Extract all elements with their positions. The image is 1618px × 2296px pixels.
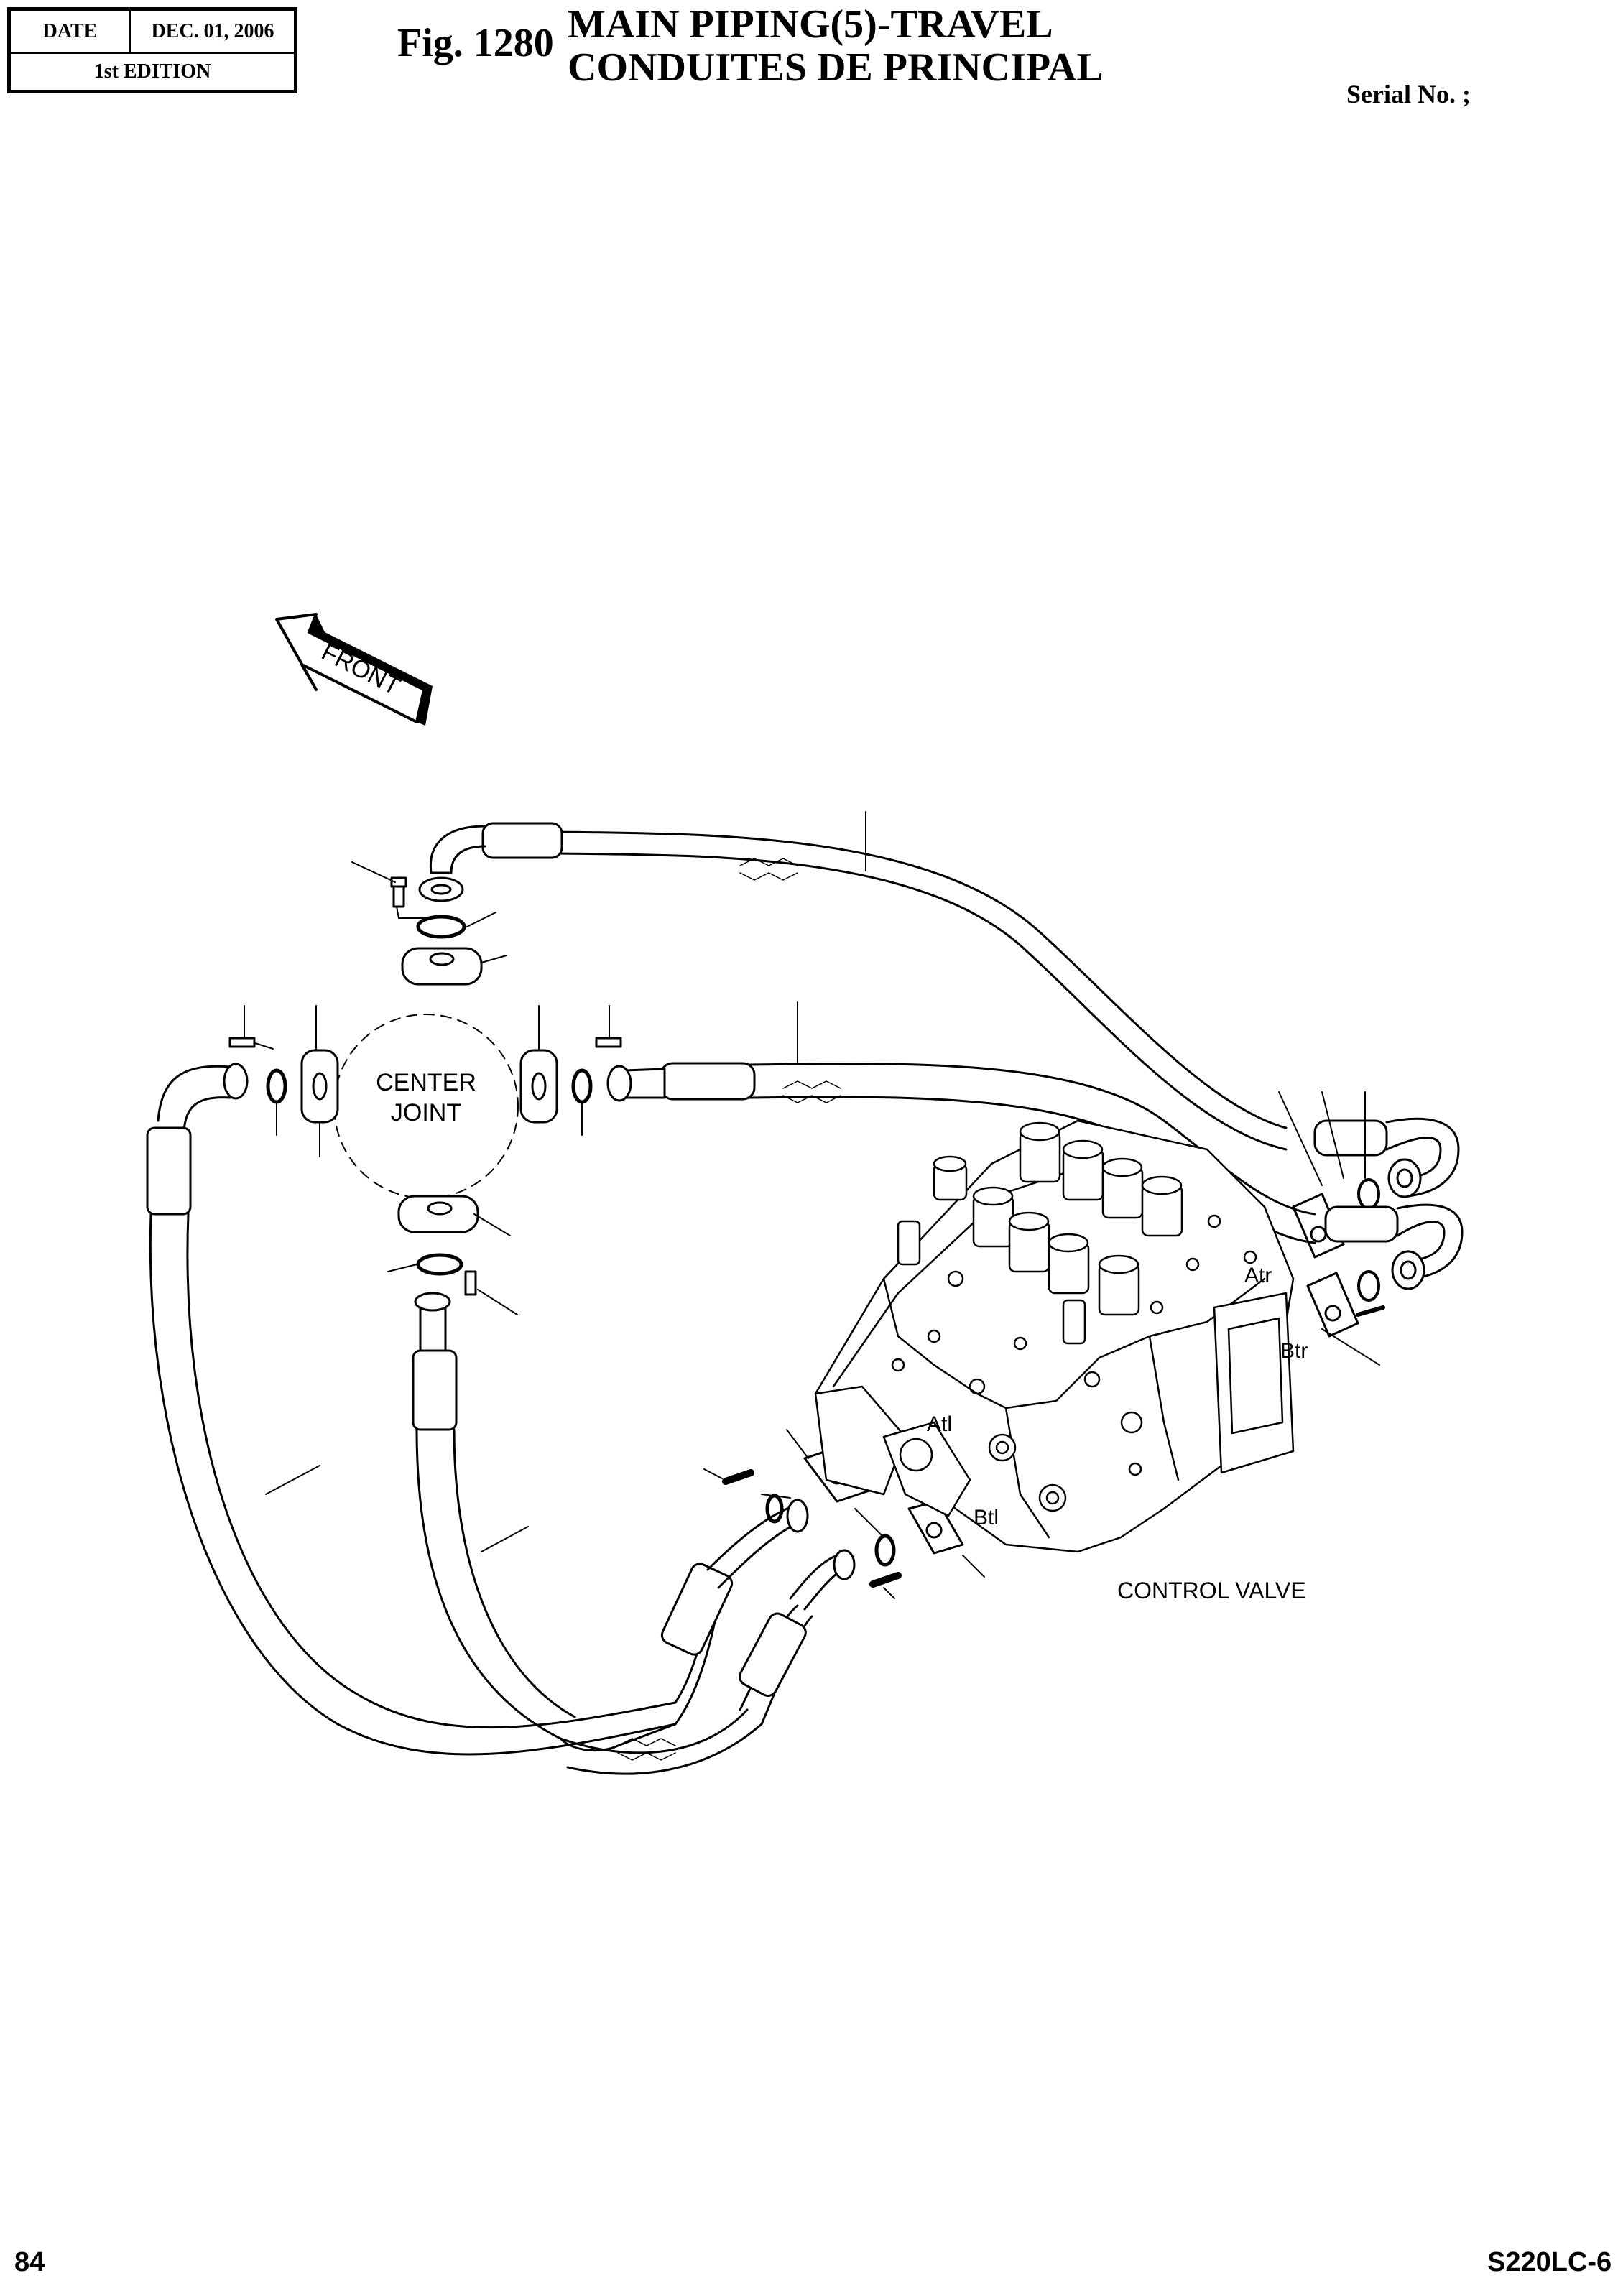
port-btl-label: Btl bbox=[974, 1506, 999, 1529]
date-label: DATE bbox=[11, 11, 131, 54]
cj-bottom-fittings bbox=[387, 1195, 576, 1740]
front-arrow: FRONT bbox=[275, 613, 433, 726]
port-atl-label: Atl bbox=[927, 1412, 952, 1436]
center-joint-line1: CENTER bbox=[376, 1069, 476, 1096]
page-number: 84 bbox=[14, 2247, 45, 2277]
center-joint: CENTER JOINT bbox=[333, 1014, 519, 1199]
title-line-1: MAIN PIPING(5)-TRAVEL bbox=[568, 2, 1053, 47]
control-valve-body bbox=[814, 1119, 1295, 1553]
figure-number: Fig. 1280 bbox=[397, 21, 554, 65]
fitting-atr-upper bbox=[1292, 1117, 1460, 1259]
fitting-btr-lower bbox=[1278, 1091, 1464, 1366]
title-line-2: CONDUITES DE PRINCIPAL bbox=[568, 45, 1104, 90]
port-btr-label: Btr bbox=[1280, 1339, 1308, 1363]
edition-label: 1st EDITION bbox=[93, 60, 211, 83]
cj-left-fittings bbox=[223, 1005, 339, 1157]
header-box: DATE DEC. 01, 2006 1st EDITION bbox=[7, 7, 297, 93]
cj-right-fittings bbox=[519, 1005, 622, 1136]
date-value: DEC. 01, 2006 bbox=[131, 11, 294, 54]
hose-left bbox=[146, 1065, 677, 1761]
center-joint-line2: JOINT bbox=[391, 1099, 461, 1126]
hose-lower bbox=[559, 1494, 896, 1775]
figure-title: MAIN PIPING(5)-TRAVEL CONDUITES DE PRINC… bbox=[568, 3, 1104, 89]
cj-top-fittings bbox=[351, 861, 507, 986]
port-atr-label: Atr bbox=[1244, 1264, 1272, 1287]
control-valve-label: CONTROL VALVE bbox=[1117, 1578, 1306, 1603]
model-number: S220LC-6 bbox=[1487, 2247, 1612, 2277]
serial-number-label: Serial No. ; bbox=[1346, 80, 1471, 108]
hose-top bbox=[418, 811, 1288, 1151]
